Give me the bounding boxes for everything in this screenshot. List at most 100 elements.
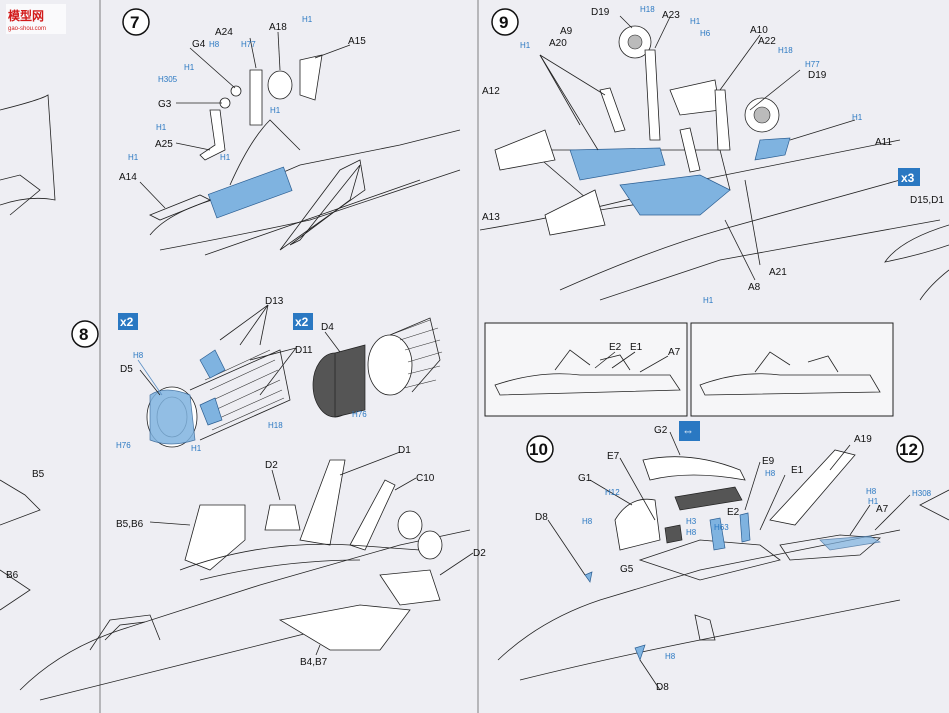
step-10: 10 ⇔ G2 E7 E9 G1 H8 E1 H12 E2 D8 H8 H3 H… bbox=[497, 421, 901, 693]
badge-x2-right bbox=[293, 313, 313, 330]
step-12-number: 12 bbox=[899, 440, 918, 459]
label-g1: G1 bbox=[578, 473, 592, 484]
label-a7: A7 bbox=[876, 504, 889, 515]
label-d1: D1 bbox=[398, 445, 411, 456]
inset-panels: E2 E1 A7 bbox=[484, 322, 894, 417]
label-a21: A21 bbox=[769, 267, 787, 278]
label-a10: A10 bbox=[750, 25, 768, 36]
step-9-circle bbox=[491, 8, 519, 36]
label-a12: A12 bbox=[482, 86, 500, 97]
label-c10: C10 bbox=[416, 473, 435, 484]
label-a19: A19 bbox=[854, 434, 872, 445]
label-h18: H18 bbox=[640, 5, 655, 14]
label-h305: H305 bbox=[158, 75, 178, 84]
label-h8: H8 bbox=[209, 40, 220, 49]
part-a18 bbox=[267, 70, 293, 100]
svg-text:模型网: 模型网 bbox=[8, 8, 44, 23]
label-d2-right: D2 bbox=[473, 548, 486, 559]
step-7-circle bbox=[122, 8, 150, 36]
label-h77: H77 bbox=[805, 60, 820, 69]
label-h1-a: H1 bbox=[184, 63, 195, 72]
label-a22: A22 bbox=[758, 36, 776, 47]
label-g2: G2 bbox=[654, 425, 668, 436]
label-d2-top: D2 bbox=[265, 460, 278, 471]
label-d13: D13 bbox=[265, 296, 284, 307]
svg-text:x2: x2 bbox=[120, 315, 134, 329]
label-h1-e: H1 bbox=[220, 153, 231, 162]
label-h76-right: H76 bbox=[352, 410, 367, 419]
label-g4: G4 bbox=[192, 39, 206, 50]
label-h12: H12 bbox=[605, 488, 620, 497]
step-10-circle bbox=[526, 435, 554, 463]
label-a9: A9 bbox=[560, 26, 573, 37]
label-a14: A14 bbox=[119, 172, 137, 183]
label-h8: H8 bbox=[133, 351, 144, 360]
label-a15: A15 bbox=[348, 36, 366, 47]
label-h1-d: H1 bbox=[128, 153, 139, 162]
swap-badge bbox=[679, 421, 700, 441]
step-12: 12 A19 H8 H308 H1 A7 bbox=[769, 434, 932, 561]
step-7-number: 7 bbox=[130, 13, 139, 32]
label-a18: A18 bbox=[269, 22, 287, 33]
label-h1-right: H1 bbox=[852, 113, 863, 122]
label-h1-left: H1 bbox=[520, 41, 531, 50]
label-g5: G5 bbox=[620, 564, 634, 575]
label-h76-left: H76 bbox=[116, 441, 131, 450]
label-d5: D5 bbox=[120, 364, 133, 375]
label-e1: E1 bbox=[791, 465, 804, 476]
label-g3: G3 bbox=[158, 99, 172, 110]
step-8-circle bbox=[71, 320, 99, 348]
part-a15 bbox=[299, 54, 323, 101]
part-a24 bbox=[249, 69, 263, 126]
label-b6-left: B6 bbox=[6, 570, 19, 581]
label-h18: H18 bbox=[268, 421, 283, 430]
label-a24: A24 bbox=[215, 27, 233, 38]
main-well-blue bbox=[619, 174, 731, 216]
left-edge-fragment: B5 B6 bbox=[0, 94, 56, 611]
part-b4-b7-wing bbox=[278, 604, 411, 651]
label-h1-top: H1 bbox=[302, 15, 313, 24]
badge-x3 bbox=[898, 168, 920, 186]
nozzle-c10 bbox=[397, 510, 423, 540]
part-a25 bbox=[199, 109, 226, 161]
label-d19-top: D19 bbox=[591, 7, 610, 18]
step-10-number: 10 bbox=[529, 440, 548, 459]
label-e1-inset: E1 bbox=[630, 342, 643, 353]
inset-right bbox=[690, 322, 894, 417]
part-a19 bbox=[769, 449, 856, 526]
step-7: 7 A24 A18 H1 A15 G4 H8 H77 H1 H305 H1 bbox=[119, 8, 461, 256]
label-e2-inset: E2 bbox=[609, 342, 622, 353]
label-h8-bottom: H8 bbox=[665, 652, 676, 661]
svg-text:x2: x2 bbox=[295, 315, 309, 329]
label-d11: D11 bbox=[295, 345, 313, 356]
label-h8-left: H8 bbox=[582, 517, 593, 526]
label-h3: H3 bbox=[686, 517, 697, 526]
label-b4-b7: B4,B7 bbox=[300, 657, 328, 668]
label-a20: A20 bbox=[549, 38, 567, 49]
label-h1-c: H1 bbox=[156, 123, 167, 132]
label-b5-left: B5 bbox=[32, 469, 45, 480]
label-d8-bottom: D8 bbox=[656, 682, 669, 693]
step-12-circle bbox=[896, 435, 924, 463]
label-d4: D4 bbox=[321, 322, 334, 333]
label-h1-b: H1 bbox=[270, 106, 281, 115]
inset-left bbox=[484, 322, 688, 417]
label-h1-bottom: H1 bbox=[703, 296, 714, 305]
label-h1: H1 bbox=[191, 444, 202, 453]
label-h1: H1 bbox=[868, 497, 879, 506]
part-g1 bbox=[614, 498, 661, 551]
svg-text:gao-shou.com: gao-shou.com bbox=[8, 26, 46, 32]
label-e2: E2 bbox=[727, 507, 740, 518]
label-h6: H6 bbox=[700, 29, 711, 38]
part-d1-fin bbox=[299, 459, 346, 546]
svg-text:x3: x3 bbox=[901, 171, 915, 185]
label-d8-top: D8 bbox=[535, 512, 548, 523]
label-d15-d1: D15,D1 bbox=[910, 195, 944, 206]
part-a13 bbox=[544, 189, 606, 236]
badge-x2-left bbox=[118, 313, 138, 330]
label-h308: H308 bbox=[912, 489, 932, 498]
label-h77: H77 bbox=[241, 40, 256, 49]
part-b5-b6-tail bbox=[184, 504, 246, 571]
label-e9: E9 bbox=[762, 456, 775, 467]
